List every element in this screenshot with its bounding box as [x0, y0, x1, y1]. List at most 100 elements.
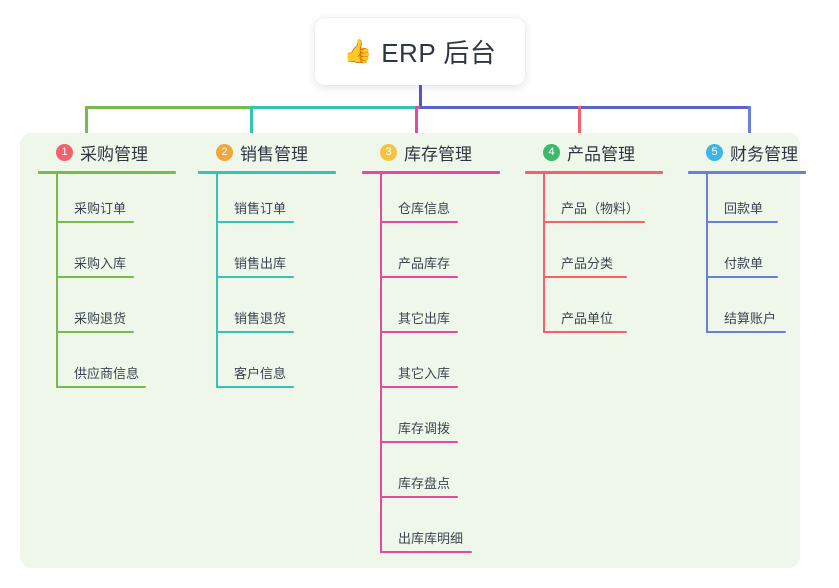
module-item-label: 销售订单 [234, 201, 287, 216]
module-header-1[interactable]: 1 采购管理 [38, 140, 188, 164]
module-item-rule [56, 331, 134, 333]
module-spine [380, 174, 382, 553]
module-title: 库存管理 [404, 144, 472, 164]
connector-drop-4 [578, 106, 581, 142]
module-item[interactable]: 仓库信息 [362, 174, 512, 229]
module-item-label: 回款单 [724, 201, 764, 216]
module-item[interactable]: 付款单 [688, 229, 818, 284]
module-item[interactable]: 产品单位 [525, 284, 675, 339]
module-item[interactable]: 销售订单 [198, 174, 348, 229]
module-header-5[interactable]: 5 财务管理 [688, 140, 818, 164]
module-item[interactable]: 产品库存 [362, 229, 512, 284]
module-item-label: 库存盘点 [398, 476, 451, 491]
connector-bus-segment [420, 106, 750, 109]
module-item[interactable]: 库存盘点 [362, 449, 512, 504]
module-header-rule [198, 171, 336, 174]
connector-drop-5 [748, 106, 751, 142]
module-header-rule [362, 171, 500, 174]
module-item-label: 付款单 [724, 256, 764, 271]
module-column-2: 2 销售管理销售订单销售出库销售退货客户信息 [198, 140, 348, 394]
connector-drop-1 [85, 106, 88, 142]
module-header-2[interactable]: 2 销售管理 [198, 140, 348, 164]
module-item-label: 出库库明细 [398, 531, 464, 546]
module-item[interactable]: 采购退货 [38, 284, 188, 339]
module-item-label: 产品（物料） [561, 201, 640, 216]
module-title: 采购管理 [80, 144, 148, 164]
module-title: 产品管理 [567, 144, 635, 164]
module-header-rule [525, 171, 663, 174]
module-item-label: 其它出库 [398, 311, 451, 326]
module-item[interactable]: 客户信息 [198, 339, 348, 394]
module-spine [543, 174, 545, 333]
module-item-label: 产品分类 [561, 256, 614, 271]
module-badge: 1 [56, 143, 73, 161]
module-item-rule [216, 331, 294, 333]
module-item-label: 产品库存 [398, 256, 451, 271]
module-item-label: 销售退货 [234, 311, 287, 326]
module-item[interactable]: 销售退货 [198, 284, 348, 339]
modules-panel [20, 133, 800, 568]
module-item-label: 其它入库 [398, 366, 451, 381]
module-item-label: 采购入库 [74, 256, 127, 271]
module-spine [216, 174, 218, 388]
module-item-label: 销售出库 [234, 256, 287, 271]
module-item[interactable]: 结算账户 [688, 284, 818, 339]
module-item-rule [706, 331, 786, 333]
module-header-4[interactable]: 4 产品管理 [525, 140, 675, 164]
module-items: 采购订单采购入库采购退货供应商信息 [38, 174, 188, 394]
module-item-rule [543, 221, 645, 223]
connector-root-stem [419, 85, 422, 108]
module-column-1: 1 采购管理采购订单采购入库采购退货供应商信息 [38, 140, 188, 394]
module-item[interactable]: 产品（物料） [525, 174, 675, 229]
module-item[interactable]: 销售出库 [198, 229, 348, 284]
root-node-content: 👍 ERP 后台 [344, 33, 497, 70]
module-item-rule [543, 331, 627, 333]
connector-bus-segment [250, 106, 415, 109]
module-item-label: 仓库信息 [398, 201, 451, 216]
connector-drop-3 [415, 106, 418, 142]
module-item-rule [380, 441, 458, 443]
module-item[interactable]: 出库库明细 [362, 504, 512, 559]
module-item[interactable]: 供应商信息 [38, 339, 188, 394]
module-item-rule [216, 276, 294, 278]
module-item-rule [380, 221, 458, 223]
module-column-5: 5 财务管理回款单付款单结算账户 [688, 140, 818, 339]
module-items: 仓库信息产品库存其它出库其它入库库存调拨库存盘点出库库明细 [362, 174, 512, 559]
module-item[interactable]: 产品分类 [525, 229, 675, 284]
module-title: 财务管理 [730, 144, 798, 164]
module-item-label: 客户信息 [234, 366, 287, 381]
module-item-label: 库存调拨 [398, 421, 451, 436]
module-item[interactable]: 回款单 [688, 174, 818, 229]
thumbs-up-icon: 👍 [343, 38, 373, 64]
module-item-label: 产品单位 [561, 311, 614, 326]
module-item[interactable]: 采购订单 [38, 174, 188, 229]
module-badge: 5 [706, 143, 723, 161]
module-badge: 4 [543, 143, 560, 161]
module-item[interactable]: 库存调拨 [362, 394, 512, 449]
module-item-rule [706, 276, 778, 278]
connector-bus-segment [85, 106, 250, 109]
module-item-rule [543, 276, 627, 278]
module-spine [706, 174, 708, 333]
module-badge: 2 [216, 143, 233, 161]
module-item-rule [216, 386, 294, 388]
root-node-card[interactable]: 👍 ERP 后台 [315, 18, 525, 85]
module-item[interactable]: 采购入库 [38, 229, 188, 284]
module-item-label: 采购订单 [74, 201, 127, 216]
module-item-rule [216, 221, 294, 223]
module-item[interactable]: 其它入库 [362, 339, 512, 394]
module-item-label: 采购退货 [74, 311, 127, 326]
module-item-rule [56, 276, 134, 278]
module-item-rule [380, 386, 458, 388]
module-item-label: 结算账户 [724, 311, 777, 326]
module-spine [56, 174, 58, 388]
root-node-title: ERP 后台 [381, 38, 497, 68]
connector-drop-2 [250, 106, 253, 142]
module-items: 产品（物料） 产品分类产品单位 [525, 174, 675, 339]
module-items: 销售订单销售出库销售退货客户信息 [198, 174, 348, 394]
module-title: 销售管理 [240, 144, 308, 164]
module-item[interactable]: 其它出库 [362, 284, 512, 339]
